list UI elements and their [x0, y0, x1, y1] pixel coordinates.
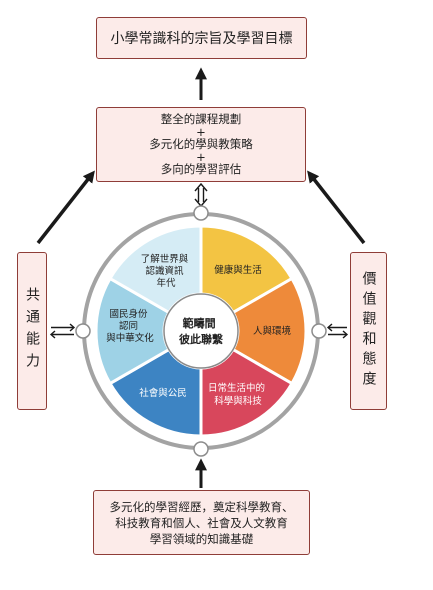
curriculum-line: 多元化的學與教策略: [149, 137, 253, 152]
generic-skills-box: 共通能力: [17, 252, 47, 410]
ring-joint-top: [193, 205, 209, 221]
generic-skills-wheel-double-arrow: [49, 323, 76, 339]
strand-label-science-and-technology: 日常生活中的 科學與科技: [208, 382, 268, 407]
foundation-box: 多元化的學習經歷，奠定科學教育、 科技教育和個人、社會及人文教育 學習領域的知識…: [93, 490, 310, 555]
ring-joint-left: [75, 323, 91, 339]
strand-label-people-and-environment: 人與環境: [253, 325, 292, 337]
foundation-line: 科技教育和個人、社會及人文教育: [115, 515, 288, 530]
connector-arrows: [36, 67, 366, 488]
curriculum-box: 整全的課程規劃 + 多元化的學與教策略 + 多向的學習評估: [96, 107, 306, 182]
ring-joint-bottom: [193, 441, 209, 457]
hub-label: 範疇間 彼此聯繫: [179, 316, 223, 346]
curriculum-line: 多向的學習評估: [160, 162, 242, 177]
curriculum-plus: +: [196, 149, 206, 164]
curriculum-plus: +: [196, 124, 206, 139]
hub-circle: [163, 293, 239, 369]
values-and-attitudes-box: 價值觀和態度: [350, 252, 387, 410]
curriculum-line: 整全的課程規劃: [160, 112, 242, 127]
foundation-line: 學習領域的知識基礎: [149, 531, 254, 546]
strand-wheel: 健康與生活 人與環境 日常生活中的 科學與科技 社會與公民 國民身份 認同 與中…: [75, 205, 327, 457]
foundation-line: 多元化的學習經歷，奠定科學教育、: [109, 499, 294, 514]
goal-box: 小學常識科的宗旨及學習目標: [96, 17, 307, 59]
curriculum-wheel-double-arrow: [194, 182, 208, 208]
ring-joint-right: [311, 323, 327, 339]
values-wheel-double-arrow: [326, 323, 349, 339]
strand-label-global-understanding: 了解世界與 認識資訊 年代: [141, 253, 192, 289]
arrow-values-to-curriculum: [307, 170, 366, 245]
arrow-generic-skills-to-curriculum: [36, 170, 95, 245]
strand-label-society-and-citizenship: 社會與公民: [139, 387, 187, 399]
strand-label-health-and-living: 健康與生活: [214, 264, 262, 276]
values-and-attitudes-text: 價值觀和態度: [360, 271, 377, 391]
strand-label-national-identity: 國民身份 認同 與中華文化: [106, 308, 154, 344]
generic-skills-text: 共通能力: [24, 287, 40, 375]
goal-box-text: 小學常識科的宗旨及學習目標: [110, 31, 293, 47]
